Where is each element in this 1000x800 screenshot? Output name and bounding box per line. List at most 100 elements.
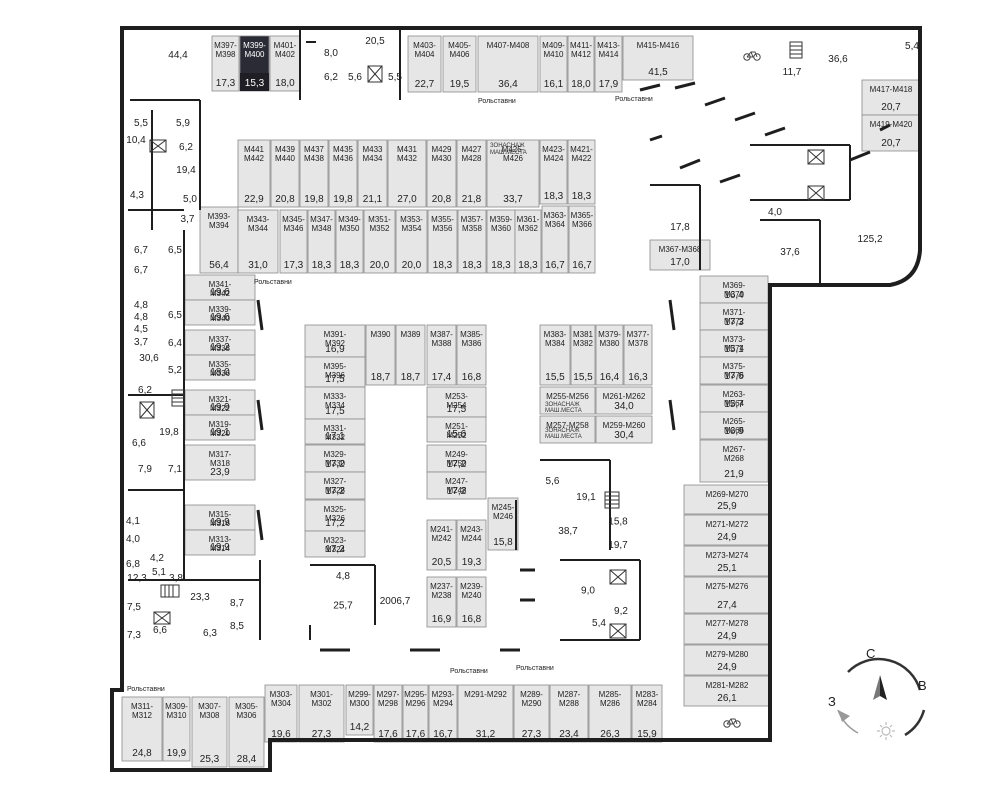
space-label: M353-M354 [400,215,423,233]
space-area: 21,9 [724,469,744,480]
pillar-mark [256,299,264,331]
space-rect [184,299,256,326]
space-rect [426,386,487,418]
space-s59: 5,9 [176,118,190,129]
space-rect [514,209,542,274]
space-area: 6,6 [132,438,146,449]
space-area: 6,2 [324,72,338,83]
space-s56b: 5,6 [546,476,560,487]
space-label: M307-M308 [198,702,221,720]
space-label: M367-M368 [659,245,702,254]
space-s158: 15,8 [608,517,628,528]
space-area: 23,4 [559,729,579,740]
space-s65b: 6,5 [168,310,182,321]
space-label: M243-M244 [460,525,483,543]
pillar-mark [256,509,264,541]
bicycle-icon [723,718,741,728]
space-rect [426,416,487,443]
space-rect [428,684,458,743]
space-label: M387-M388 [430,330,453,348]
space-rect [299,139,329,208]
space-area: 20,8 [275,194,295,205]
space-area: 19,9 [167,748,187,759]
space-s65a: 6,5 [168,245,182,256]
space-area: 17,6 [378,729,398,740]
space-area: 28,4 [237,754,257,765]
space-area: 18,3 [462,260,482,271]
space-area: 31,2 [476,729,496,740]
space-rect [307,209,336,274]
space-area: 16,7 [545,260,565,271]
space-area: 44,4 [168,50,188,61]
reinforced-zone-3a: ЗОНАСНАЖ [545,428,580,434]
ramp-mark [849,150,871,162]
space-rect [269,35,301,92]
space-rect [541,205,569,274]
space-rect [595,415,653,444]
space-s66: 6,6 [132,438,146,449]
space-area: 17,3 [724,317,744,328]
space-s62: 6,2 [324,72,338,83]
space-area: 7,9 [138,464,152,475]
space-label: M393-M394 [208,212,231,230]
space-s68: 6,8 [126,559,140,570]
space-s366: 36,6 [828,54,848,65]
stairs-icon [171,389,185,407]
space-area: 15,8 [608,517,628,528]
space-label: M283-M284 [636,690,659,708]
space-label: M265-M266 [723,417,746,435]
space-area: 17,3 [284,260,304,271]
space-area: 30,4 [614,430,634,441]
space-area: 18,3 [518,260,538,271]
space-area: 15,8 [493,537,513,548]
space-rect [357,139,388,208]
space-label: M411-M412 [570,41,592,59]
space-label: M343-M344 [247,215,270,233]
space-s42: 4,2 [150,553,164,564]
space-area: 16,4 [600,372,620,383]
space-s178: 17,8 [670,222,690,233]
space-rect [456,139,487,208]
space-label: M385-M386 [460,330,483,348]
space-area: 22,9 [244,194,264,205]
space-label: M403-M404 [413,41,436,59]
space-rect [539,386,596,415]
space-label: M291-M292 [464,690,507,699]
space-area: 20,0 [402,260,422,271]
space-rect [457,684,514,743]
space-rect [426,444,487,473]
space-area: 20,0 [370,260,390,271]
space-rect [191,696,228,768]
space-rect [335,209,364,274]
space-area: 6,7 [134,265,148,276]
space-rect [304,471,366,500]
space-label: M285-M286 [599,690,622,708]
space-label: M263-M264 [723,390,746,408]
space-area: 25,7 [333,601,353,612]
space-s48c: 4,8 [134,312,148,323]
space-area: 15,5 [545,372,565,383]
shutters-label-4: Рольставни [450,668,488,675]
icons-layer [139,41,825,728]
space-rect [395,324,426,386]
space-label: M389 [400,330,421,339]
elevator-icon [139,401,155,419]
space-label: M341-M342 [209,280,232,298]
space-s40: 4,0 [768,207,782,218]
space-area: 3,7 [134,337,148,348]
space-area: 12,3 [127,573,147,584]
space-label: M259-M260 [603,421,646,430]
